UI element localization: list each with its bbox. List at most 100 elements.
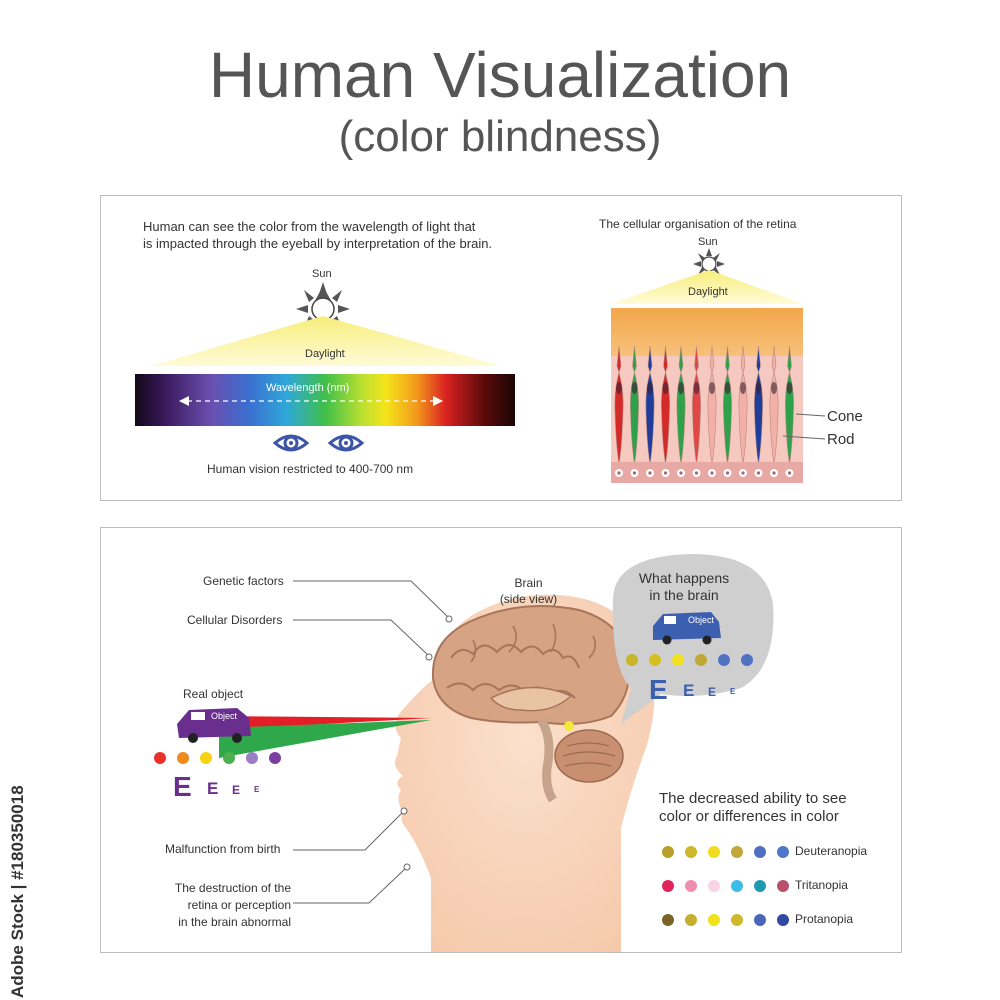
retina-base-cell-core [772, 471, 776, 475]
eye-chart-letter-tiny: E [254, 785, 260, 794]
color-blindness-causes-panel: Genetic factors Cellular Disorders Malfu… [100, 527, 902, 953]
van-icon [177, 708, 251, 743]
deficiency-color-dot [708, 846, 720, 858]
brain-eye-chart-letter-tiny: E [730, 687, 736, 696]
retina-base-cell-core [679, 471, 683, 475]
deficiency-color-dot [708, 914, 720, 926]
retina-base-cell-core [663, 471, 668, 475]
daylight-beam [151, 316, 501, 366]
deficiency-color-dot [685, 880, 697, 892]
retina-daylight-beam [611, 270, 803, 304]
cause-destruction-line3: in the brain abnormal [178, 915, 291, 929]
van-icon [653, 612, 721, 645]
deficiency-color-dot [708, 880, 720, 892]
real-color-dot [246, 752, 258, 764]
real-color-dot [223, 752, 235, 764]
deficiency-color-dot [754, 914, 766, 926]
rod-label: Rod [827, 431, 855, 448]
arrow-left-icon [179, 396, 189, 406]
retina-cell-nucleus [771, 382, 777, 394]
retina-cell-nucleus [631, 382, 638, 394]
deficiency-color-dot [662, 914, 674, 926]
cause-connector-lines [293, 580, 453, 904]
retina-cell-diagram [611, 308, 803, 483]
retina-cell-nucleus [678, 382, 684, 394]
deficiency-color-dot [777, 914, 789, 926]
wavelength-label: Wavelength (nm) [266, 382, 350, 394]
perceived-color-dot [672, 654, 684, 666]
deficiency-color-dot [731, 880, 743, 892]
retina-sun-label: Sun [698, 236, 718, 248]
retina-cell-nucleus [786, 382, 793, 394]
cause-genetic-factors: Genetic factors [203, 574, 284, 588]
cause-destruction-line2: retina or perception [187, 898, 291, 912]
vision-range-caption: Human vision restricted to 400-700 nm [207, 462, 414, 476]
deficiency-color-dot [662, 846, 674, 858]
cause-malfunction-birth: Malfunction from birth [165, 842, 281, 856]
retina-cell-nucleus [755, 382, 762, 394]
retina-cell-nucleus [616, 382, 622, 394]
top-panel-graphics [135, 248, 826, 483]
sun-label: Sun [312, 268, 332, 280]
eye-icon [272, 434, 310, 452]
bubble-title-line2: in the brain [649, 587, 719, 603]
brain-speech-bubble [612, 554, 774, 724]
retina-base-cell-core [617, 471, 621, 475]
brain-illustration [431, 605, 631, 803]
real-object-van-text: Object [211, 711, 238, 721]
bubble-van-text: Object [688, 615, 715, 625]
page-title: Human Visualization [208, 39, 792, 111]
deficiency-color-dot [731, 846, 743, 858]
daylight-label: Daylight [305, 348, 345, 360]
retina-base-cell-core [710, 471, 714, 475]
visible-spectrum-bar [135, 374, 515, 426]
brain-eye-chart-letter-medium: E [683, 681, 695, 700]
eye-chart-letter-large: E [173, 771, 192, 802]
retina-cell-nucleus [740, 382, 746, 394]
perceived-color-dot [649, 654, 661, 666]
deficiency-color-dot [685, 846, 697, 858]
spectrum-description-line2: is impacted through the eyeball by inter… [143, 236, 493, 251]
arrow-right-icon [433, 396, 443, 406]
stock-credit-watermark: Adobe Stock | #180350018 [8, 785, 27, 998]
deficiency-color-dot [662, 880, 674, 892]
retina-daylight-label: Daylight [688, 286, 728, 298]
brain-eye-chart-letter-small: E [708, 685, 717, 699]
real-color-dot [200, 752, 212, 764]
retina-title: The cellular organisation of the retina [599, 217, 797, 231]
cause-cellular-disorders: Cellular Disorders [187, 613, 283, 627]
retina-base-cell-core [787, 471, 792, 475]
eye-icon [327, 434, 365, 452]
retina-cell-nucleus [647, 382, 653, 394]
retina-cell-nucleus [693, 382, 700, 394]
retina-base-cell-core [741, 471, 745, 475]
deficiency-color-dot [754, 846, 766, 858]
retina-base-cell-core [756, 471, 761, 475]
perceived-color-dot [741, 654, 753, 666]
cone-label: Cone [827, 408, 863, 425]
retina-base-cell-core [632, 471, 637, 475]
real-color-dot [269, 752, 281, 764]
green-light-beam [219, 720, 431, 758]
bubble-title-line1: What happens [638, 570, 730, 586]
retina-base-cell-core [694, 471, 699, 475]
light-and-retina-panel: Human can see the color from the wavelen… [100, 195, 902, 501]
cause-destruction-line1: The destruction of the [174, 881, 291, 895]
deficiency-color-dot [731, 914, 743, 926]
real-color-dot [177, 752, 189, 764]
deficiency-type-label: Tritanopia [795, 878, 848, 892]
perceived-color-dot [626, 654, 638, 666]
perceived-color-dot [695, 654, 707, 666]
deficiency-heading-line1: The decreased ability to see [659, 790, 847, 807]
deficiency-color-dot [777, 846, 789, 858]
perceived-color-dot [718, 654, 730, 666]
brain-label: Brain [514, 576, 543, 590]
bottom-panel-graphics [154, 554, 789, 952]
eye-chart-letter-medium: E [207, 779, 219, 798]
deficiency-color-dot [754, 880, 766, 892]
deficiency-color-dot [685, 914, 697, 926]
deficiency-heading-line2: color or differences in color [659, 808, 839, 825]
real-object-label: Real object [183, 687, 244, 701]
retina-cell-nucleus [662, 382, 669, 394]
eye-chart-letter-small: E [232, 783, 241, 797]
